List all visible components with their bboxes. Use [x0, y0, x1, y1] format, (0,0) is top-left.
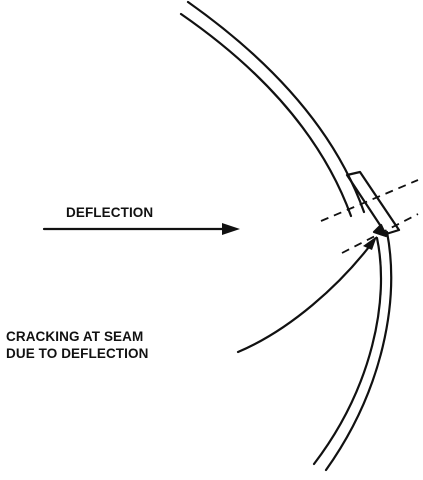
upper-wall-outer-line	[186, 0, 366, 214]
cracking-label-line-1: CRACKING AT SEAM	[6, 329, 144, 344]
lower-wall-outer-line	[324, 230, 393, 472]
crack-leader-arrowhead	[363, 236, 377, 250]
deflection-arrow	[42, 223, 240, 235]
deflection-arrow-head	[222, 223, 240, 235]
crack-leader-line	[236, 241, 374, 354]
cracking-label-line-2: DUE TO DEFLECTION	[6, 346, 149, 361]
crack-leader-arrow	[236, 236, 377, 354]
seam-dashed-line-upper	[320, 179, 419, 222]
upper-wall-inner-line	[179, 12, 353, 218]
seam-plate	[345, 170, 401, 236]
lower-wall-inner-line	[312, 236, 383, 466]
cracking-at-seam-label: CRACKING AT SEAM DUE TO DEFLECTION	[6, 328, 148, 362]
deflection-label: DEFLECTION	[66, 205, 154, 220]
upper-wall-segment	[179, 0, 366, 218]
crack-mark	[372, 223, 388, 238]
lower-wall-segment	[312, 230, 393, 472]
